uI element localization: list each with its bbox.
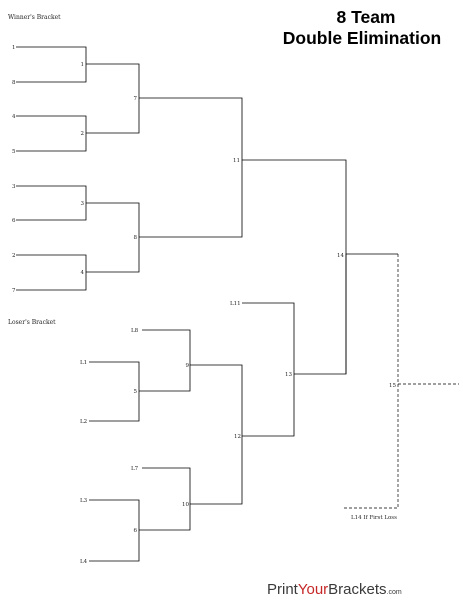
match-line-l13: [242, 302, 295, 437]
match-line-l9: [139, 329, 191, 392]
if-game-bracket: [344, 254, 399, 509]
bracket-lines: [16, 46, 398, 562]
loser-slot-label: L2: [80, 419, 87, 425]
seed-label: 3: [12, 184, 16, 190]
game-number: 13: [285, 372, 292, 378]
match-line-w4: [16, 254, 87, 291]
final-game-number: 14: [337, 253, 344, 259]
seed-label: 5: [12, 149, 16, 155]
match-line-w7: [86, 63, 140, 134]
match-line-w2: [16, 115, 87, 152]
brand-part-your: Your: [298, 581, 328, 598]
game-number: 4: [81, 270, 85, 276]
brand-part-print: Print: [267, 581, 299, 598]
game-number: 6: [134, 528, 138, 534]
winners-bracket-header: Winner's Bracket: [8, 14, 61, 21]
brand-part-brackets: Brackets: [328, 581, 386, 598]
if-game-number: 15: [389, 383, 396, 389]
match-line-l10: [139, 467, 191, 531]
loser-slot-label: L11: [230, 301, 241, 307]
game-number: 1: [81, 62, 85, 68]
game-number: 9: [186, 363, 190, 369]
game-number: 5: [134, 389, 138, 395]
losers-entry-labels: L8 L1 L2 L7 L3 L4 L11: [80, 301, 241, 565]
seed-label: 1: [12, 45, 16, 51]
match-line-w3: [16, 185, 87, 221]
losers-bracket-header: Loser's Bracket: [8, 319, 56, 326]
game-number: 8: [134, 235, 138, 241]
match-line-w1: [16, 46, 87, 83]
game-number: 7: [134, 96, 138, 102]
loser-slot-label: L4: [80, 559, 88, 565]
game-number: 3: [81, 201, 85, 207]
brand-logo: PrintYourBrackets.com: [267, 581, 402, 598]
match-line-l5: [89, 361, 140, 422]
title-line-1: 8 Team: [336, 7, 395, 27]
if-game-lines: [344, 254, 459, 509]
game-number: 10: [182, 502, 189, 508]
match-line-l12: [190, 364, 243, 505]
seed-label: 6: [12, 218, 16, 224]
game-number: 12: [234, 434, 241, 440]
seed-label: 4: [12, 114, 16, 120]
losers-game-numbers: 5 6 9 10 12 13: [134, 363, 293, 534]
seed-label: 8: [12, 80, 16, 86]
seed-labels: 1 8 4 5 3 6 2 7: [12, 45, 16, 294]
match-line-l6: [89, 499, 140, 562]
game-number: 11: [233, 158, 240, 164]
seed-label: 7: [12, 288, 16, 294]
game-number: 2: [81, 131, 85, 137]
loser-slot-label: L1: [80, 360, 87, 366]
loser-slot-label: L7: [131, 466, 139, 472]
loser-slot-label: L8: [131, 328, 139, 334]
seed-label: 2: [12, 253, 16, 259]
match-line-w11: [139, 97, 243, 238]
loser-slot-label: L3: [80, 498, 88, 504]
winners-game-numbers: 1 2 3 4 7 8 11: [81, 62, 241, 276]
title-line-2: Double Elimination: [283, 28, 441, 48]
if-game-note: L14 If First Loss: [351, 515, 397, 521]
brand-suffix: .com: [387, 589, 402, 596]
match-line-l14: [294, 253, 398, 375]
match-line-w8: [86, 202, 140, 273]
